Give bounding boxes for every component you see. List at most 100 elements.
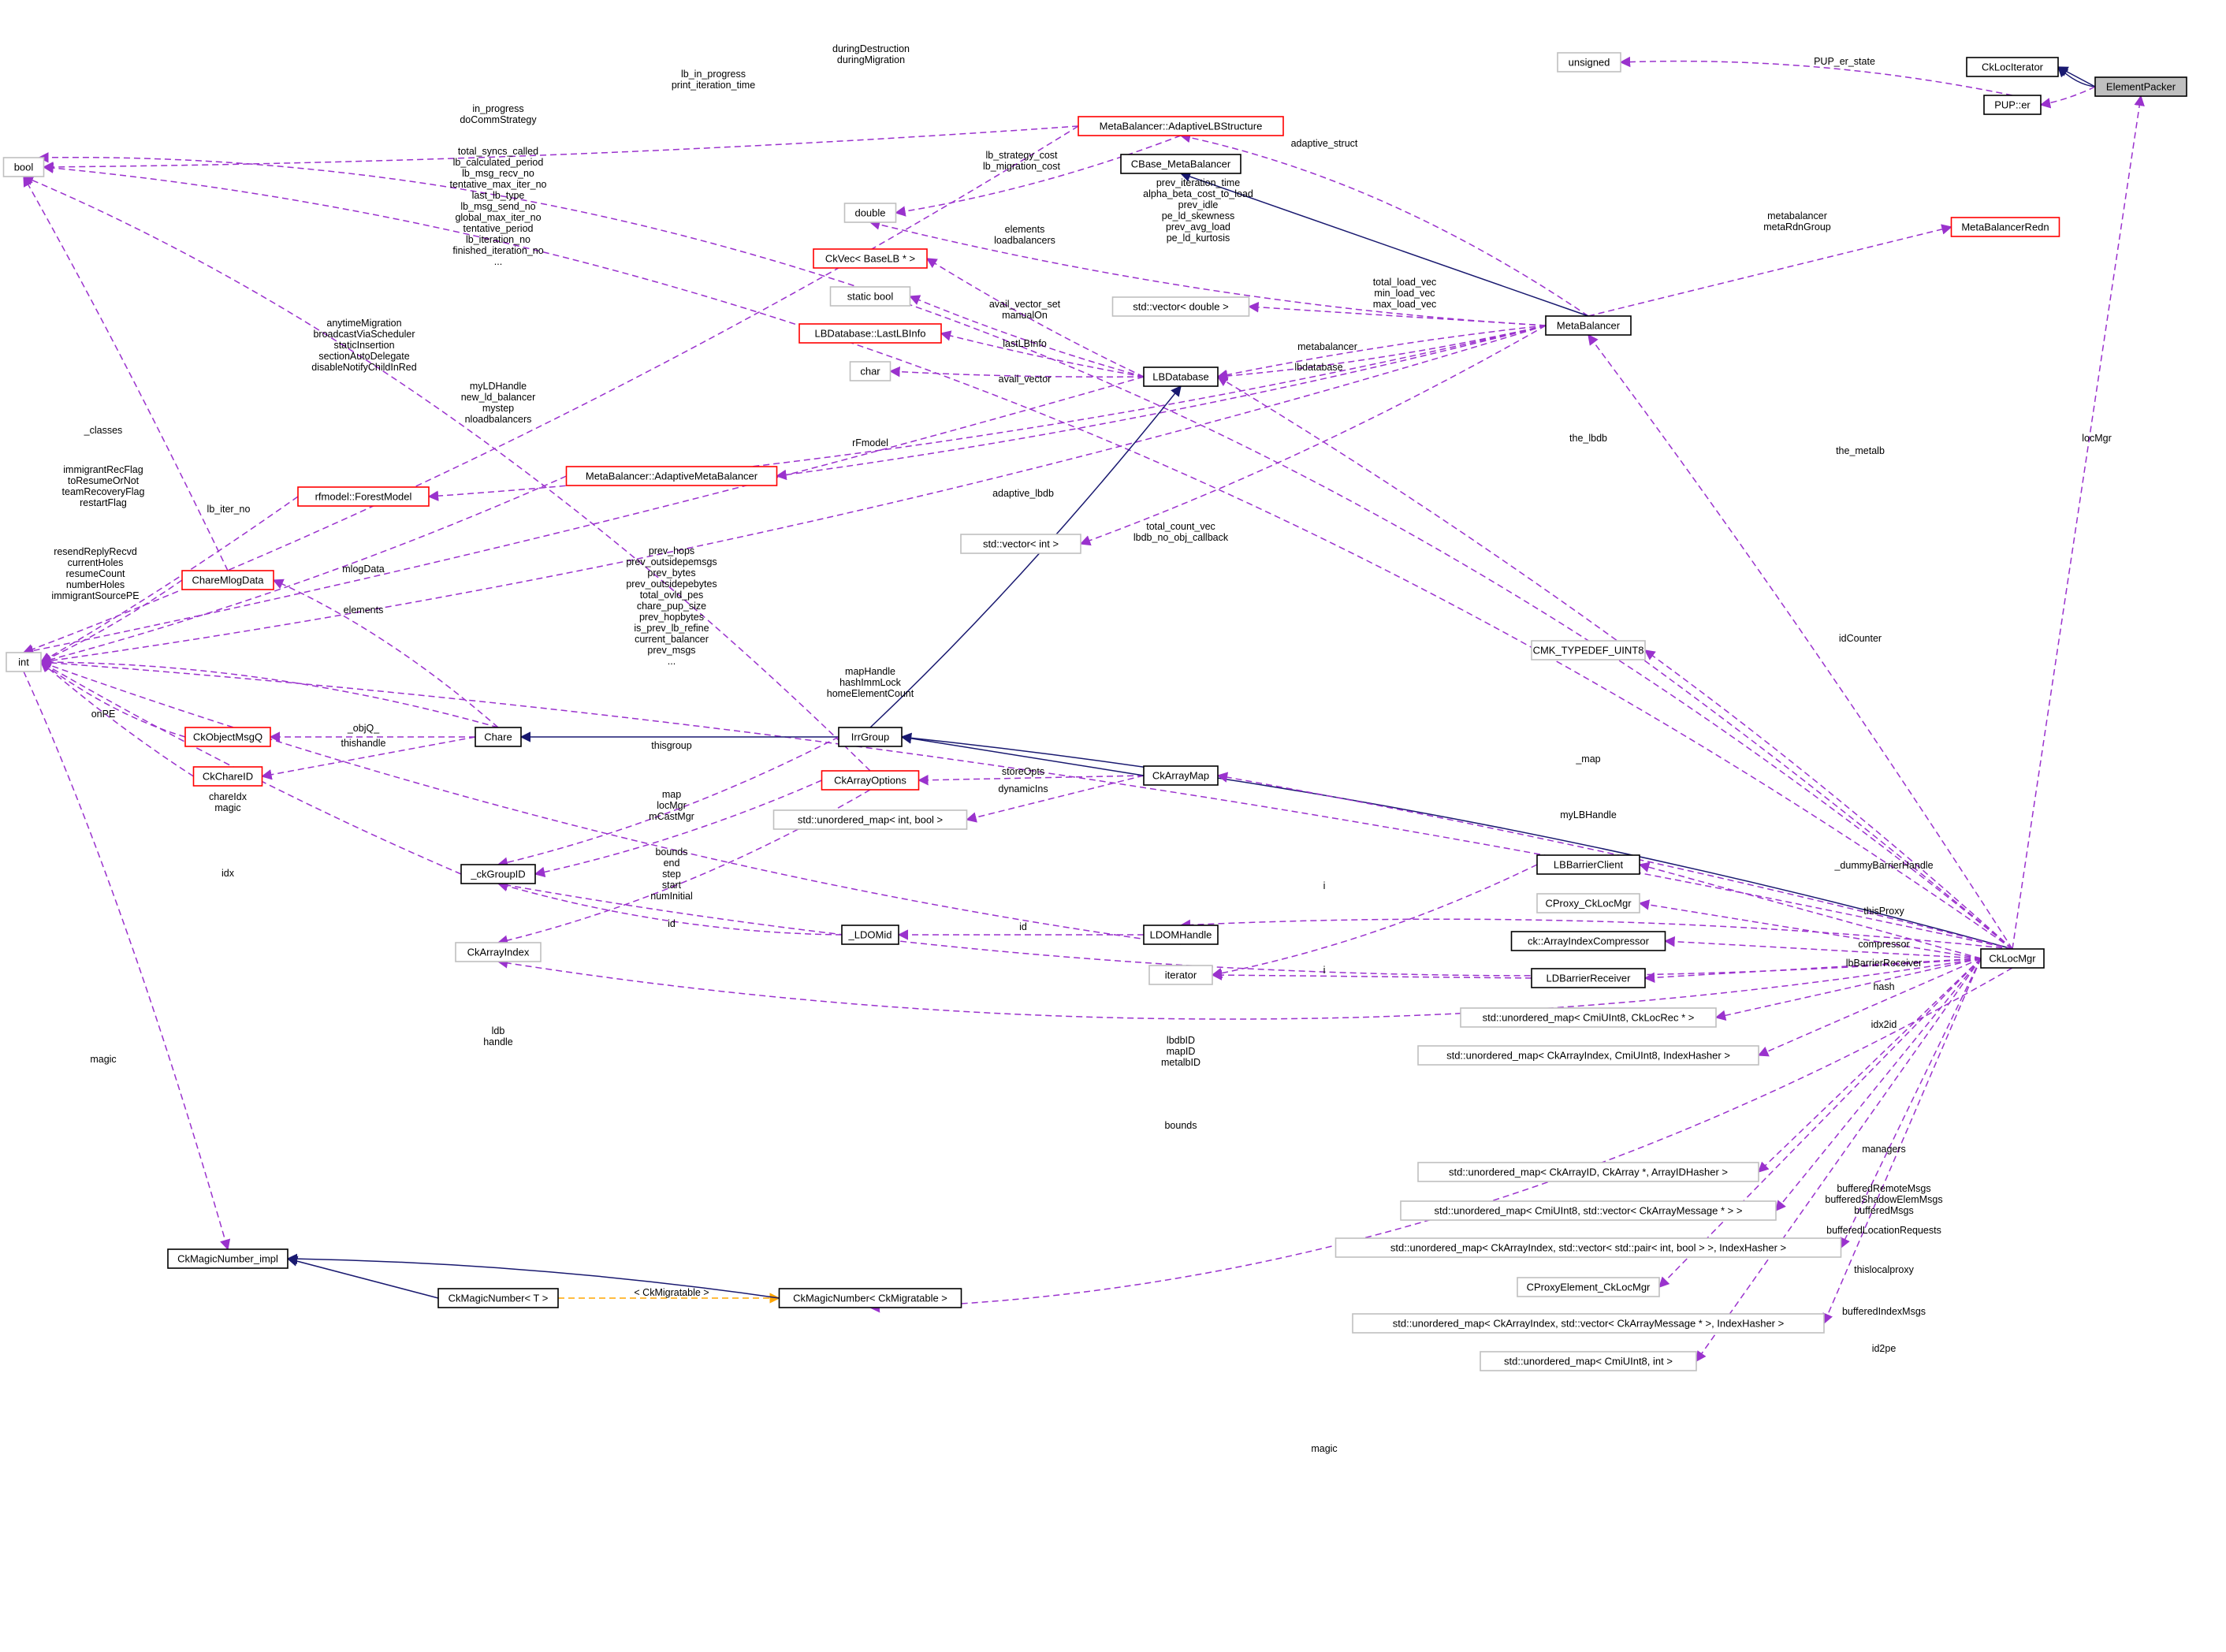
node-stdvectordouble[interactable]: std::vector< double > — [1111, 296, 1250, 317]
node-CProxyCkLocMgr[interactable]: CProxy_CkLocMgr — [1536, 893, 1640, 913]
edge-CkLocMgr-to-bool — [43, 162, 2013, 950]
node-box — [838, 727, 903, 747]
edge-label: hash — [1873, 981, 1894, 992]
edge-label: metabalancer — [1297, 341, 1357, 352]
edge-AdaptiveMB-to-int — [39, 475, 567, 665]
node-label: MetaBalancer — [1557, 320, 1621, 332]
node-MetaBalancerRedn[interactable]: MetaBalancerRedn — [1950, 217, 2060, 237]
node-Chare[interactable]: Chare — [475, 727, 522, 747]
node-label: ChareMlogData — [192, 575, 264, 586]
node-CkLocIterator[interactable]: CkLocIterator — [1966, 57, 2059, 77]
node-ArrayIndexCompressor[interactable]: ck::ArrayIndexCompressor — [1510, 931, 1666, 951]
node-box — [1531, 968, 1646, 988]
node-label: CkMagicNumber< CkMigratable > — [793, 1293, 947, 1304]
node-umapBuffered[interactable]: std::unordered_map< CmiUInt8, std::vecto… — [1400, 1200, 1777, 1221]
node-box — [1417, 1045, 1759, 1066]
edge-ElementPacker-to-CkLocIterator — [2057, 66, 2096, 87]
node-LBDatabase[interactable]: LBDatabase — [1143, 366, 1219, 387]
edge-label: lb_iteration_no — [466, 234, 530, 245]
node-unsigned[interactable]: unsigned — [1557, 52, 1621, 73]
node-box — [849, 361, 892, 381]
edge-CkChareID-to-int — [39, 661, 194, 777]
node-LDBarrierReceiver[interactable]: LDBarrierReceiver — [1531, 968, 1646, 988]
node-CkChareID[interactable]: CkChareID — [192, 766, 263, 787]
node-PUPer[interactable]: PUP::er — [1983, 95, 2042, 115]
edge-MetaBalancer-to-double — [869, 219, 1547, 326]
node-box — [829, 286, 911, 307]
node-box — [565, 466, 778, 486]
edge-label: duringMigration — [837, 54, 905, 65]
node-MetaBalancerALBS[interactable]: MetaBalancer::AdaptiveLBStructure — [1078, 116, 1284, 136]
edge-ChareMlogData-to-bool — [23, 175, 229, 571]
node-LDOMid[interactable]: _LDOMid — [841, 925, 899, 945]
node-umapManagers[interactable]: std::unordered_map< CkArrayID, CkArray *… — [1417, 1162, 1759, 1182]
node-CkMagicNumberT[interactable]: CkMagicNumber< T > — [437, 1288, 559, 1308]
node-unorderedmapintbool[interactable]: std::unordered_map< int, bool > — [772, 809, 968, 830]
edge-label: print_iteration_time — [672, 80, 755, 91]
edge-label: lb_strategy_cost — [985, 150, 1058, 161]
edge-label: resendReplyRecvd — [54, 546, 137, 557]
edge-CkLocMgr-to-ArrayIndexCompressor — [1664, 936, 1982, 959]
node-box — [297, 486, 430, 507]
node-CkObjectMsgQ[interactable]: CkObjectMsgQ — [184, 727, 271, 747]
node-CkMagicNumberImpl[interactable]: CkMagicNumber_impl — [167, 1248, 288, 1269]
node-umapIdxMsgs[interactable]: std::unordered_map< CkArrayIndex, std::v… — [1352, 1313, 1825, 1334]
node-CkLocMgr[interactable]: CkLocMgr — [1980, 948, 2045, 969]
node-box — [1510, 931, 1666, 951]
node-label: std::unordered_map< CkArrayIndex, std::v… — [1390, 1242, 1786, 1254]
node-CProxyElement[interactable]: CProxyElement_CkLocMgr — [1517, 1277, 1660, 1297]
node-box — [184, 727, 271, 747]
edge-CkLocMgr-to-LBDatabase — [1216, 376, 2013, 950]
node-umapId2pe[interactable]: std::unordered_map< CmiUInt8, int > — [1480, 1351, 1697, 1371]
edge-MetaBalancerALBS-to-double — [895, 135, 1182, 217]
edge-MetaBalancer-to-int — [39, 325, 1547, 667]
edge-label: total_ovld_pes — [640, 590, 704, 601]
edge-label: lb_in_progress — [681, 69, 746, 80]
node-LastLBInfo[interactable]: LBDatabase::LastLBInfo — [798, 323, 942, 344]
node-box — [2, 157, 45, 177]
node-int[interactable]: int — [6, 652, 42, 672]
edge-ChareMlogData-to-int — [39, 579, 183, 663]
node-CkArrayIndex[interactable]: CkArrayIndex — [455, 942, 542, 962]
edge-MetaBalancer-to-AdaptiveMB — [776, 325, 1547, 481]
node-ForestModel[interactable]: rfmodel::ForestModel — [297, 486, 430, 507]
node-IrrGroup[interactable]: IrrGroup — [838, 727, 903, 747]
node-double[interactable]: double — [843, 203, 897, 223]
node-staticbool[interactable]: static bool — [829, 286, 911, 307]
edge-label: bounds — [655, 846, 687, 858]
edge-label: < CkMigratable > — [634, 1287, 709, 1298]
node-MetaBalancer[interactable]: MetaBalancer — [1545, 315, 1632, 336]
edge-label: magic — [214, 802, 240, 813]
edge-label: myLBHandle — [1560, 809, 1617, 820]
node-box — [1148, 965, 1213, 985]
node-ElementPacker[interactable]: ElementPacker — [2094, 76, 2187, 97]
edge-LBDatabase-to-staticbool — [909, 295, 1145, 378]
node-AdaptiveMB[interactable]: MetaBalancer::AdaptiveMetaBalancer — [565, 466, 778, 486]
node-CkArrayOptions[interactable]: CkArrayOptions — [821, 770, 920, 791]
node-stdvectorint[interactable]: std::vector< int > — [960, 534, 1081, 554]
edge-label: metaRdnGroup — [1763, 221, 1831, 233]
edge-label: numberHoles — [66, 579, 125, 590]
node-ChareMlogData[interactable]: ChareMlogData — [181, 570, 274, 590]
edge-CkLocMgr-to-umapLocRec — [1714, 958, 1982, 1021]
edge-CkLocMgr-to-umapIdx2id — [1757, 958, 1982, 1057]
node-label: LDBarrierReceiver — [1547, 973, 1632, 984]
node-CkMagicNumberMig[interactable]: CkMagicNumber< CkMigratable > — [778, 1288, 962, 1308]
node-bool[interactable]: bool — [2, 157, 45, 177]
node-CkVecBaseLB[interactable]: CkVec< BaseLB * > — [813, 248, 928, 269]
node-CkArrayMap[interactable]: CkArrayMap — [1143, 765, 1219, 786]
edge-ElementPacker-to-CkLocIterator — [2057, 66, 2096, 87]
node-CBaseMetaBalancer[interactable]: CBase_MetaBalancer — [1120, 154, 1241, 174]
node-char[interactable]: char — [849, 361, 892, 381]
node-ckGroupID[interactable]: _ckGroupID — [460, 864, 536, 884]
node-CMKUINT8[interactable]: CMK_TYPEDEF_UINT8 — [1531, 640, 1646, 660]
node-umapLocReq[interactable]: std::unordered_map< CkArrayIndex, std::v… — [1334, 1237, 1842, 1258]
node-box — [1417, 1162, 1759, 1182]
edge-CkLocMgr-to-ckGroupID — [497, 880, 1982, 977]
node-umapLocRec[interactable]: std::unordered_map< CmiUInt8, CkLocRec *… — [1460, 1007, 1717, 1028]
node-iterator[interactable]: iterator — [1148, 965, 1213, 985]
node-LDOMHandle[interactable]: LDOMHandle — [1143, 925, 1219, 945]
edge-MetaBalancer-to-MetaBalancerRedn — [1588, 224, 1952, 317]
node-umapIdx2id[interactable]: std::unordered_map< CkArrayIndex, CmiUIn… — [1417, 1045, 1759, 1066]
node-LBBarrierClient[interactable]: LBBarrierClient — [1536, 854, 1640, 875]
